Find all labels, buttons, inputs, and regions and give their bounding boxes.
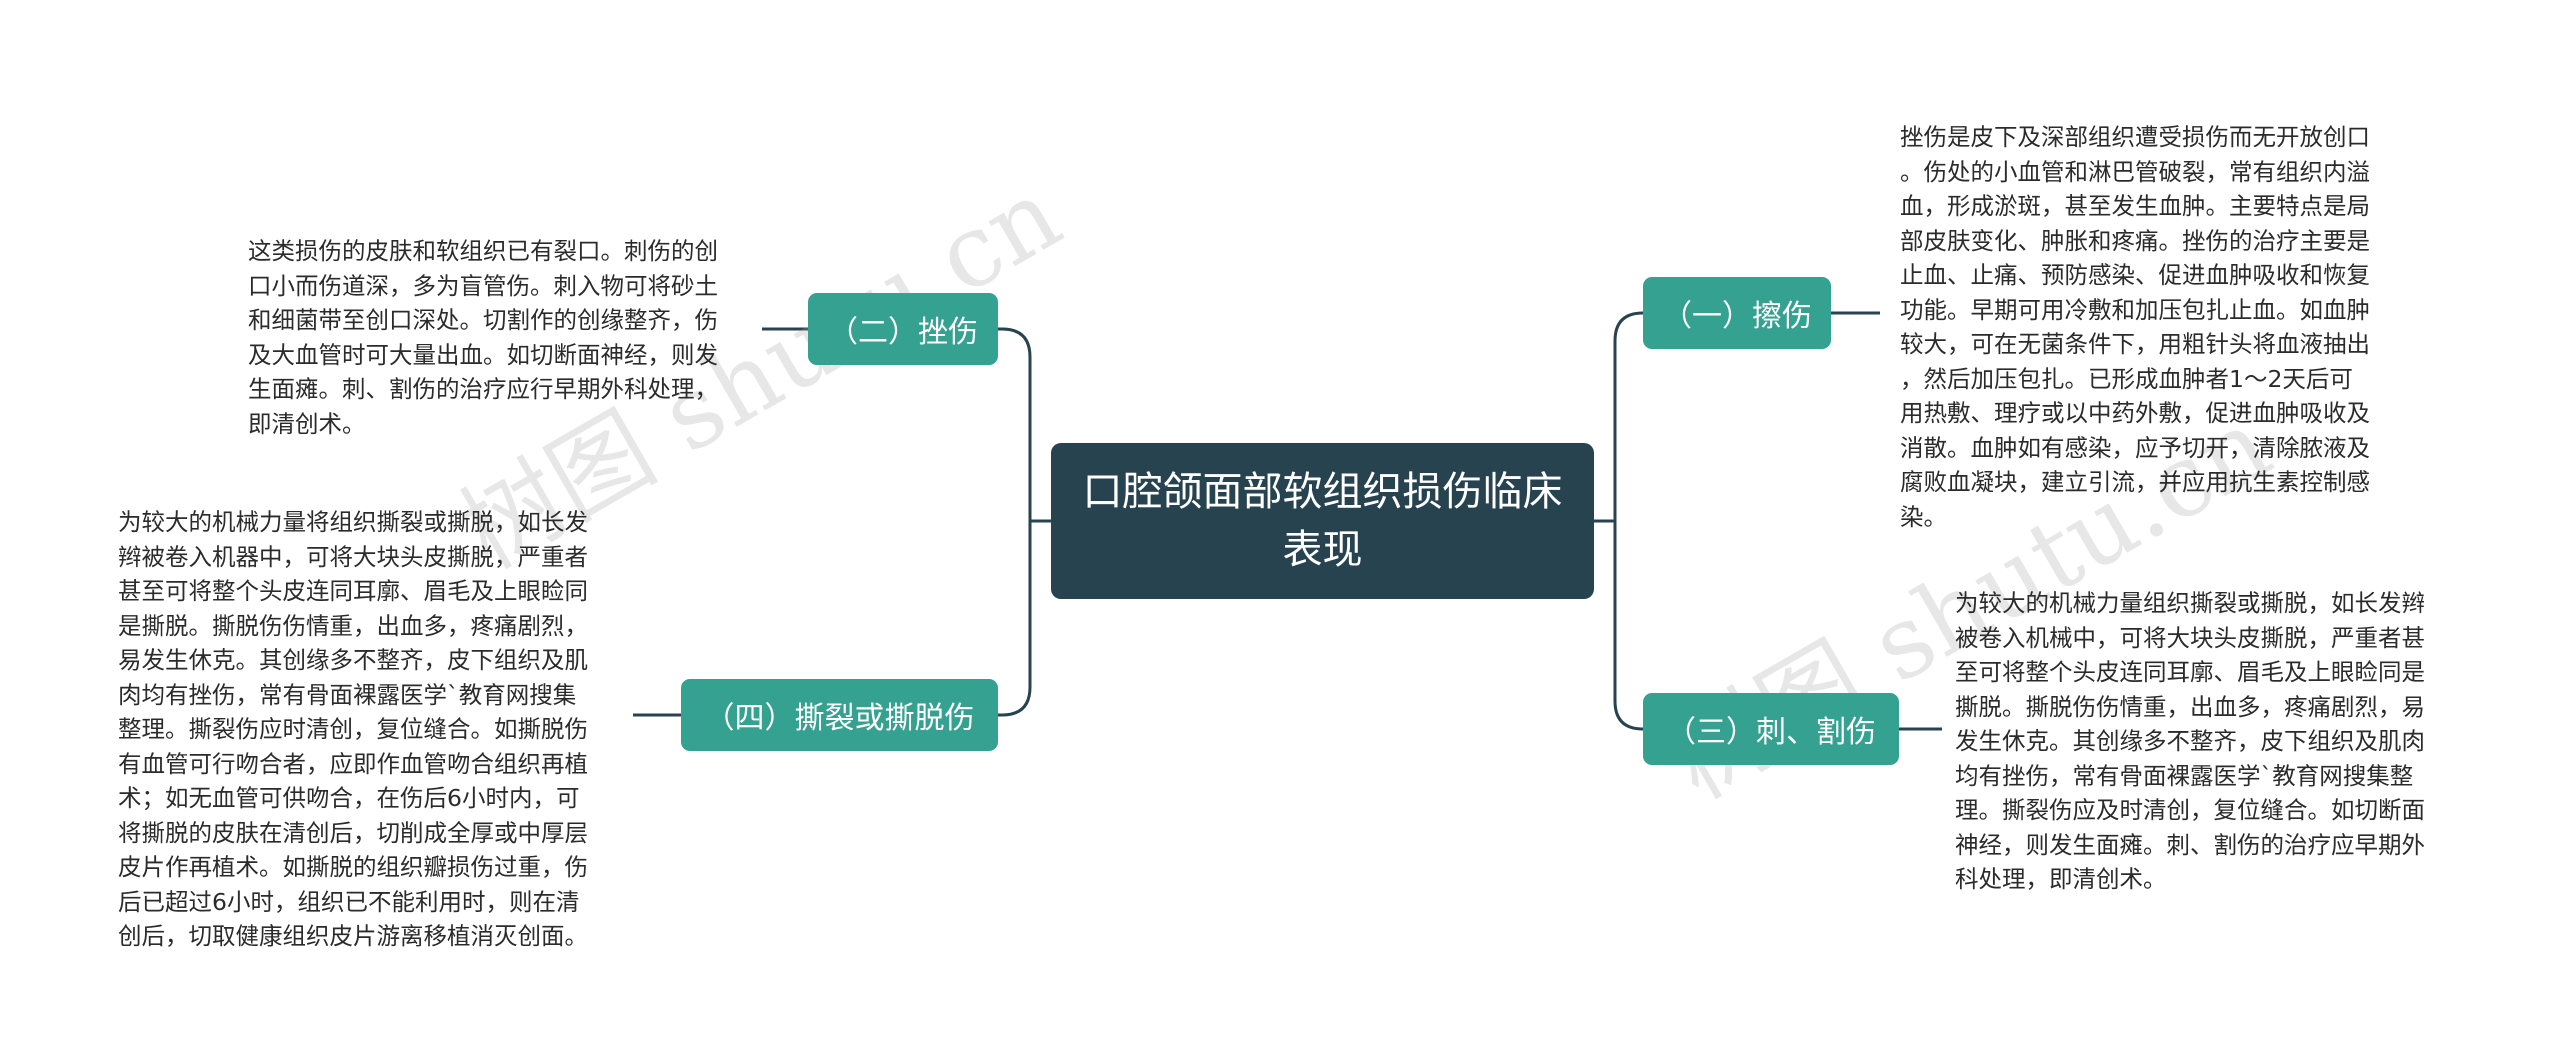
connector-left-to-b2 xyxy=(998,327,1032,521)
branch-laceration-avulsion[interactable]: （四）撕裂或撕脱伤 xyxy=(681,679,998,751)
branch-abrasion[interactable]: （一）擦伤 xyxy=(1643,277,1831,349)
branch-abrasion-label: （一）擦伤 xyxy=(1662,299,1812,334)
leaf-text-abrasion: 挫伤是皮下及深部组织遭受损伤而无开放创口 。伤处的小血管和淋巴管破裂，常有组织内… xyxy=(1900,123,2370,531)
connector-right-to-b3 xyxy=(1613,521,1644,731)
central-topic-label: 口腔颌面部软组织损伤临床表现 xyxy=(1082,469,1563,573)
branch-stab-cut-label: （三）刺、割伤 xyxy=(1666,715,1876,750)
connector-left-to-b4 xyxy=(998,521,1032,717)
branch-laceration-avulsion-label: （四）撕裂或撕脱伤 xyxy=(704,701,975,736)
branch-contusion[interactable]: （二）挫伤 xyxy=(808,293,998,365)
central-topic[interactable]: 口腔颌面部软组织损伤临床表现 xyxy=(1051,443,1594,599)
leaf-text-stab-cut: 为较大的机械力量组织撕裂或撕脱，如长发辫 被卷入机械中，可将大块头皮撕脱，严重者… xyxy=(1955,589,2425,893)
branch-stab-cut[interactable]: （三）刺、割伤 xyxy=(1643,693,1899,765)
branch-contusion-label: （二）挫伤 xyxy=(828,315,978,350)
leaf-text-laceration-avulsion: 为较大的机械力量将组织撕裂或撕脱，如长发 辫被卷入机器中，可将大块头皮撕脱，严重… xyxy=(118,508,588,950)
leaf-text-contusion: 这类损伤的皮肤和软组织已有裂口。刺伤的创 口小而伤道深，多为盲管伤。刺入物可将砂… xyxy=(248,237,718,438)
connector-right-to-b1 xyxy=(1613,311,1644,521)
